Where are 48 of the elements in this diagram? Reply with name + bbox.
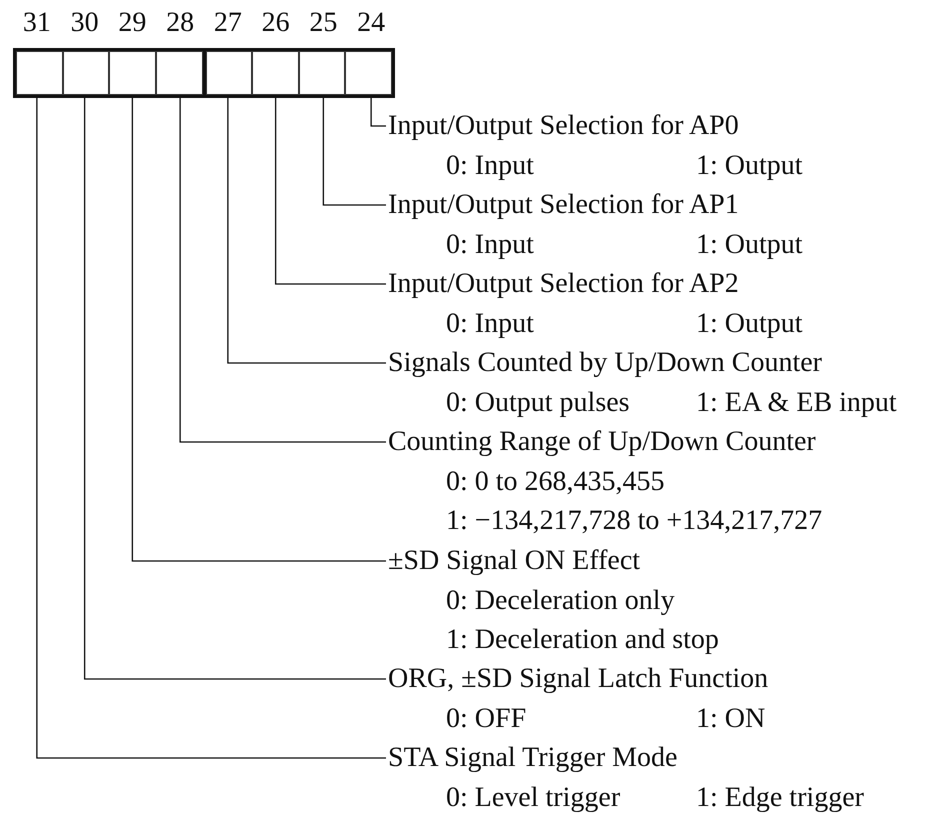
bit-number: 28: [165, 6, 196, 40]
option-text: 0: Level trigger: [446, 780, 622, 815]
field-description: Input/Output Selection for AP1: [388, 188, 740, 222]
option-text: 1: EA & EB input: [696, 386, 897, 420]
bit-cell: [345, 51, 392, 95]
option-text: 0: Deceleration only: [446, 584, 675, 618]
bit-number: 29: [117, 6, 148, 40]
bit-cell: [252, 51, 299, 95]
leader-line: [36, 98, 386, 759]
bit-cell: [298, 51, 346, 95]
bit-number: 27: [212, 6, 243, 40]
option-text: 0: OFF: [446, 702, 528, 736]
bit-cell: [109, 51, 156, 95]
bit-number: 31: [22, 6, 52, 40]
field-description: Counting Range of Up/Down Counter: [388, 425, 817, 460]
leader-line: [84, 98, 386, 680]
option-text: 1: Output: [696, 148, 803, 183]
bit-number: 26: [260, 6, 291, 40]
field-description: Input/Output Selection for AP2: [388, 267, 740, 302]
bit-number: 25: [308, 6, 338, 40]
field-description: Input/Output Selection for AP0: [388, 109, 740, 144]
option-text: 1: Output: [696, 228, 803, 262]
leader-line: [370, 98, 386, 127]
option-text: 0: Input: [446, 228, 535, 262]
leader-line: [274, 98, 386, 285]
option-text: 0: 0 to 268,435,455: [446, 464, 665, 499]
field-description: ±SD Signal ON Effect: [388, 544, 642, 578]
bit-number: 24: [356, 6, 386, 40]
option-text: 1: Deceleration and stop: [446, 623, 719, 658]
leader-line: [179, 98, 386, 443]
bit-number: 30: [70, 6, 100, 40]
bit-cell: [202, 51, 252, 95]
option-text: 0: Output pulses: [446, 386, 631, 420]
bit-cell: [156, 51, 202, 95]
option-text: 1: Output: [696, 306, 803, 341]
field-description: ORG, ±SD Signal Latch Function: [388, 662, 768, 696]
leader-line: [132, 98, 386, 562]
field-description: Signals Counted by Up/Down Counter: [388, 346, 823, 380]
option-text: 1: −134,217,728 to +134,217,727: [446, 504, 822, 538]
bit-cell: [62, 51, 110, 95]
bit-cell: [16, 51, 63, 95]
option-text: 0: Input: [446, 148, 535, 183]
option-text: 1: ON: [696, 702, 766, 736]
leader-line: [322, 98, 386, 206]
option-text: 0: Input: [446, 306, 535, 341]
option-text: 1: Edge trigger: [696, 780, 864, 815]
leader-line: [227, 98, 386, 364]
field-description: STA Signal Trigger Mode: [388, 741, 678, 776]
